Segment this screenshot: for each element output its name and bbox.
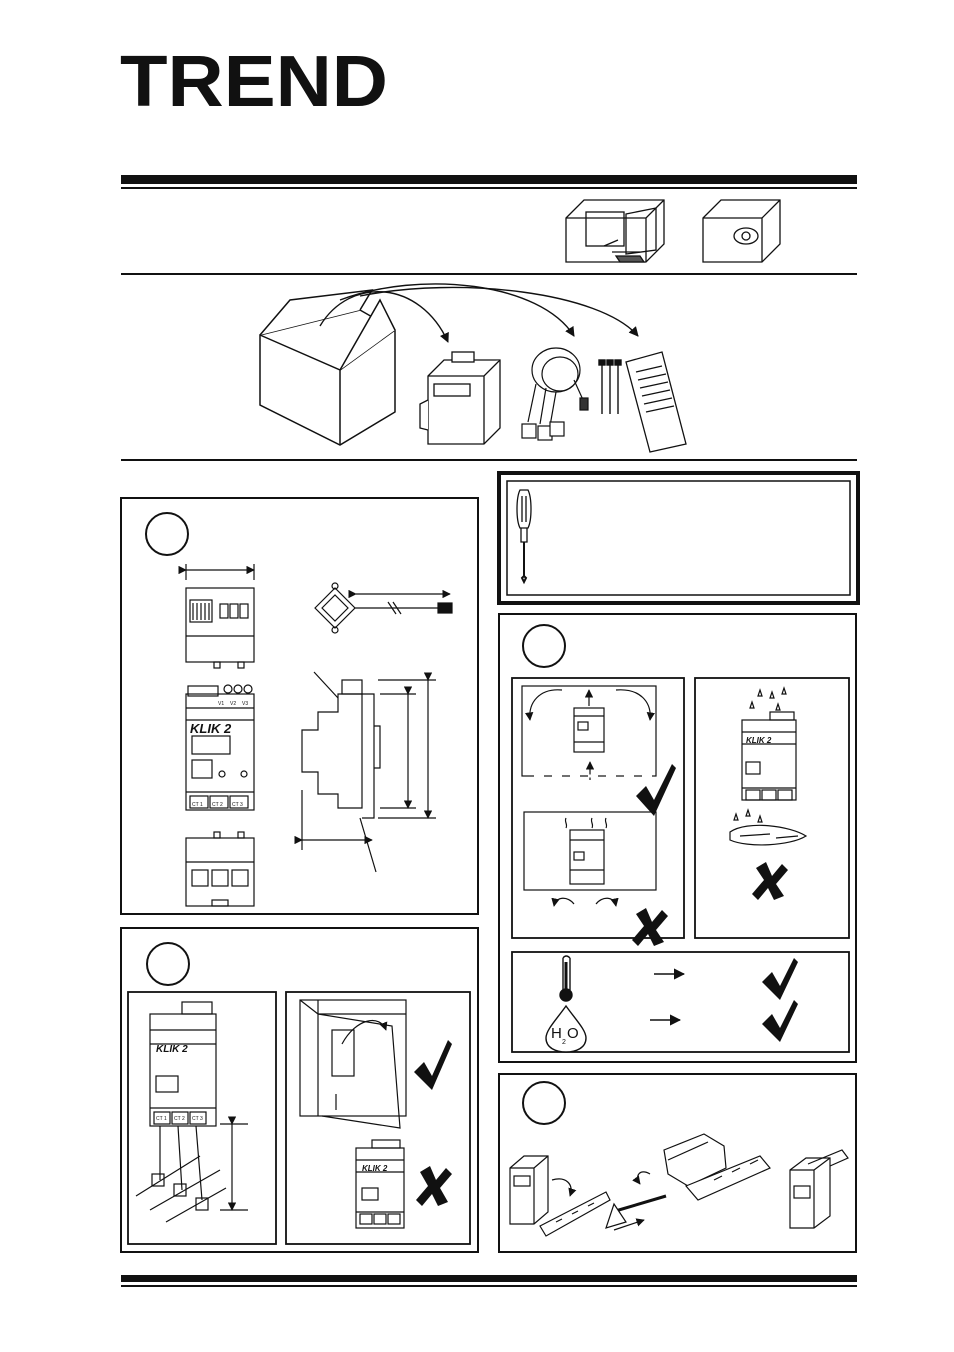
cross-mark-ventilation-icon: [632, 908, 668, 946]
front-view-drawing: [185, 684, 255, 811]
front-view-device-name: KLIK 2: [190, 721, 232, 736]
humidity-subscript-label: 2: [562, 1039, 566, 1046]
din-rail-step-b-drawing: [605, 1133, 771, 1231]
moisture-device-drawing: [729, 686, 808, 846]
klik2-unit-icon: [419, 351, 501, 445]
front-view-v1-label: V1: [218, 701, 224, 707]
environment-panel: [498, 613, 857, 1063]
side-view-drawing: [294, 671, 436, 873]
content-arrows: [319, 283, 639, 343]
top-view-drawing: [178, 564, 255, 669]
ct-sensor-cables-icon: [521, 347, 589, 441]
exposed-device-drawing: [355, 1139, 405, 1229]
thermometer-icon: [559, 955, 573, 1002]
humidity-h-label: H: [551, 1025, 562, 1042]
cross-mark-moisture-icon: [752, 862, 788, 900]
header-rule: [121, 175, 857, 275]
din-rail-step-a-drawing: [509, 1155, 611, 1237]
contents-rule: [121, 459, 857, 461]
wiring-device-name: KLIK 2: [156, 1044, 188, 1055]
step-circle-1: [145, 512, 189, 556]
tools-box-outer: [497, 471, 860, 605]
front-view-ct1-label: CT 1: [192, 802, 203, 808]
cable-ties-icon: [598, 359, 622, 414]
wiring-ct3-label: CT 3: [192, 1116, 203, 1122]
cross-mark-exposed-icon: [416, 1166, 452, 1206]
ventilation-subpanel: [511, 677, 685, 939]
box-icon: [259, 289, 396, 446]
screwdriver-icon: [516, 489, 532, 585]
footer-rule: [121, 1275, 857, 1287]
front-view-v2-label: V2: [230, 701, 236, 707]
conditions-subpanel: [511, 951, 850, 1053]
check-mark-temperature-icon: [762, 958, 798, 1000]
step-circle-4: [522, 1081, 566, 1125]
check-mark-enclosed-icon: [414, 1040, 452, 1090]
humidity-o-label: O: [567, 1025, 579, 1042]
front-view-v3-label: V3: [242, 701, 248, 707]
step-circle-3: [522, 624, 566, 668]
front-view-ct3-label: CT 3: [232, 802, 243, 808]
moisture-subpanel: [694, 677, 850, 939]
wiring-ct1-label: CT 1: [156, 1116, 167, 1122]
instruction-leaflet-icon: [625, 351, 687, 453]
tools-box-inner: [506, 480, 851, 596]
enclosure-mount-drawing: [299, 999, 407, 1129]
wiring-device-drawing: [135, 1001, 248, 1223]
ct-wiring-subpanel: [127, 991, 277, 1245]
trend-logo: TREND: [120, 42, 388, 122]
mounting-panel: [120, 927, 479, 1253]
front-view-ct2-label: CT 2: [212, 802, 223, 808]
wiring-ct2-label: CT 2: [174, 1116, 185, 1122]
din-rail-step-c-drawing: [789, 1149, 849, 1229]
check-mark-humidity-icon: [762, 1000, 798, 1042]
poor-ventilation-drawing: [523, 811, 657, 907]
closed-enclosure-icon: [702, 199, 781, 263]
moisture-device-name: KLIK 2: [746, 736, 772, 745]
ct-sensor-drawing: [314, 582, 453, 634]
dimensions-panel: [120, 497, 479, 915]
enclosure-subpanel: [285, 991, 471, 1245]
din-rail-panel: [498, 1073, 857, 1253]
good-ventilation-drawing: [521, 685, 657, 780]
humidity-drop-icon: [545, 1004, 587, 1053]
open-enclosure-icon: [565, 199, 665, 263]
bottom-view-drawing: [185, 831, 255, 907]
exposed-device-name: KLIK 2: [362, 1164, 388, 1173]
step-circle-2: [146, 942, 190, 986]
check-mark-ventilation-icon: [636, 764, 676, 816]
